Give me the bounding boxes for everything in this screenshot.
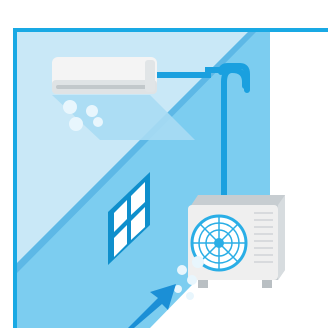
indoor-air-bubbles bbox=[63, 100, 103, 131]
wall-edge-shade bbox=[15, 30, 258, 275]
fan-icon bbox=[190, 214, 248, 272]
outdoor-air-bubbles bbox=[174, 256, 204, 300]
indoor-airflow bbox=[52, 95, 195, 140]
vent-slats bbox=[254, 212, 273, 263]
window bbox=[108, 172, 150, 265]
indoor-unit bbox=[52, 57, 157, 94]
outdoor-unit bbox=[188, 195, 285, 288]
airflow-arrow-icon bbox=[128, 284, 176, 328]
frame bbox=[13, 28, 250, 328]
pipe-loop bbox=[218, 63, 250, 93]
